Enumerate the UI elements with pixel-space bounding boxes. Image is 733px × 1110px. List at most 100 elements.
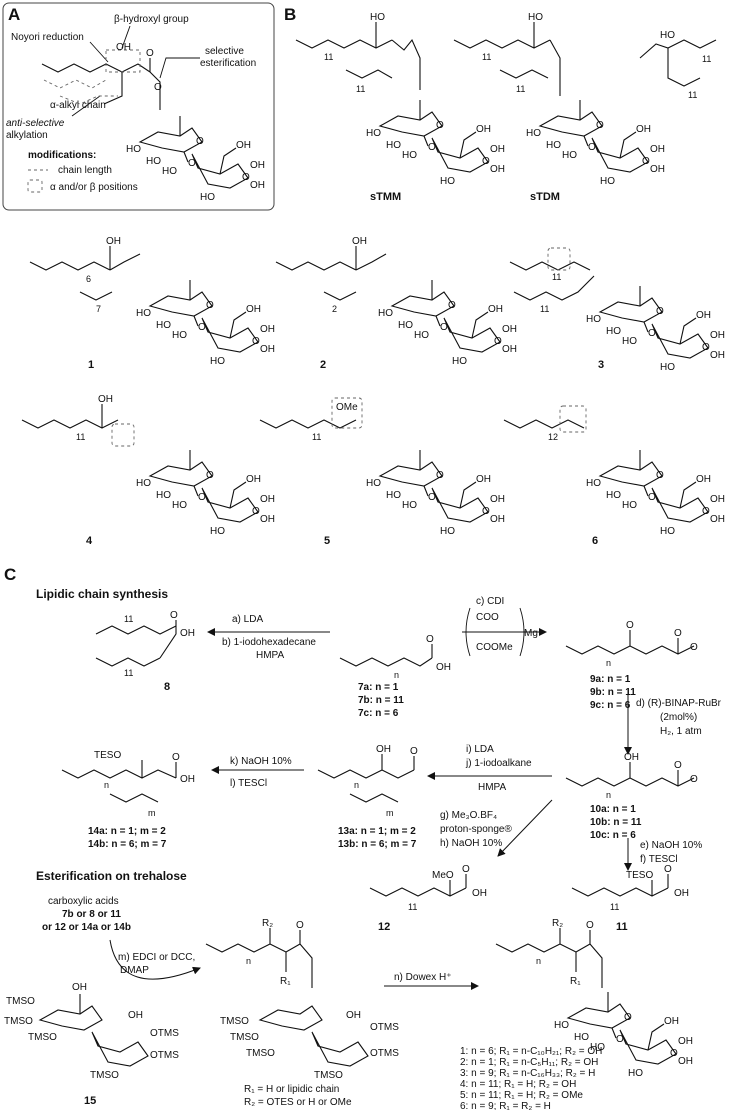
final-6: 6: n = 9; R₁ = R₂ = H [460, 1101, 551, 1110]
structure-final: n R₂ R₁ O [495, 918, 603, 988]
svg-text:O: O [664, 864, 672, 875]
lipidic-title: Lipidic chain synthesis [36, 587, 168, 601]
svg-text:m: m [386, 808, 394, 818]
atom-tmso-i2: TMSO [230, 1032, 259, 1043]
svg-text:OH: OH [376, 744, 391, 755]
structure-3: 11 11 [509, 247, 595, 314]
cmp10a: 10a: n = 1 [590, 804, 636, 815]
cmp9b: 9b: n = 11 [590, 687, 636, 698]
svg-text:11: 11 [76, 432, 85, 442]
atom-otms-i1: OTMS [370, 1022, 399, 1033]
structure-14: n m TESO O OH [61, 750, 195, 818]
svg-text:11: 11 [124, 668, 133, 678]
paren-right [519, 607, 525, 657]
step-mg: Mg [524, 628, 538, 639]
step-coome: COOMe [476, 642, 513, 653]
label-esterification: esterification [200, 58, 256, 69]
panel-c-letter: C [4, 565, 16, 584]
step-g: g) Me₃O.BF₄ [440, 810, 497, 821]
structure-1: 6 7 OH [29, 236, 141, 314]
svg-text:OH: OH [674, 888, 689, 899]
legend-chain: chain length [58, 165, 112, 176]
structure-13: n m OH O [317, 744, 418, 818]
svg-text:O: O [690, 642, 698, 653]
panel-a-frame [2, 2, 275, 211]
atom-o-a2: O [154, 82, 162, 93]
svg-text:OH: OH [472, 888, 487, 899]
svg-text:11: 11 [324, 52, 333, 62]
structure-11: 11 TESO O OH [571, 864, 689, 912]
structure-stdm: 11 11 11 11 HO HO [453, 12, 717, 100]
atom-tmso-15a: TMSO [6, 996, 35, 1007]
step-hmpa: HMPA [256, 650, 284, 661]
svg-text:11: 11 [124, 614, 133, 624]
step-a: a) LDA [232, 614, 263, 625]
svg-text:11: 11 [610, 902, 619, 912]
cmp7c: 7c: n = 6 [358, 708, 399, 719]
panel-a-letter: A [8, 5, 20, 24]
step-coo: COO [476, 612, 499, 623]
atom-o-a1: O [146, 48, 154, 59]
cmp13b: 13b: n = 6; m = 7 [338, 839, 417, 850]
step-g2: proton-sponge® [440, 824, 512, 835]
step-j: j) 1-iodoalkane [465, 758, 532, 769]
svg-text:O: O [296, 920, 304, 931]
step-f: f) TESCl [640, 854, 678, 865]
structure-10: n OH O O [565, 752, 698, 800]
label-stmm: sTMM [370, 191, 401, 203]
svg-text:O: O [410, 746, 418, 757]
label-alkylation: alkylation [6, 130, 48, 141]
svg-text:11: 11 [516, 84, 525, 94]
label-hydroxyl: β-hydroxyl group [114, 14, 189, 25]
label-cmp4: 4 [86, 535, 93, 547]
atom-r2-final: R₂ [552, 918, 563, 929]
cmp10b: 10b: n = 11 [590, 817, 642, 828]
cmp11: 11 [616, 921, 628, 933]
atom-otms-15b: OTMS [150, 1050, 179, 1061]
cmp12: 12 [378, 921, 390, 933]
svg-text:O: O [586, 920, 594, 931]
final-4: 4: n = 11; R₁ = H; R₂ = OH [460, 1079, 576, 1090]
svg-text:OH: OH [128, 1010, 143, 1021]
step-k: k) NaOH 10% [230, 756, 292, 767]
step-hmpa2: HMPA [478, 782, 506, 793]
structure-6: 12 [503, 405, 587, 442]
svg-text:OH: OH [72, 982, 87, 993]
r2-def: R₂ = OTES or H or OMe [244, 1097, 352, 1108]
label-anti-selective: anti-selective [6, 118, 65, 129]
pointer-noyori [89, 41, 109, 63]
step-b: b) 1-iodohexadecane [222, 637, 316, 648]
atom-tmso-i1: TMSO [220, 1016, 249, 1027]
step-i: i) LDA [466, 744, 494, 755]
step-d2: (2mol%) [660, 712, 697, 723]
svg-text:12: 12 [548, 432, 558, 442]
svg-text:O: O [172, 752, 180, 763]
svg-text:OH: OH [180, 774, 195, 785]
step-d: d) (R)-BINAP-RuBr [636, 698, 722, 709]
svg-text:O: O [626, 620, 634, 631]
svg-text:O: O [170, 610, 178, 621]
cmp10c: 10c: n = 6 [590, 830, 636, 841]
atom-tmso-i4: TMSO [314, 1070, 343, 1081]
label-selective: selective [205, 46, 244, 57]
esterif-title: Esterification on trehalose [36, 869, 187, 883]
atom-r1-final: R₁ [570, 976, 581, 987]
svg-text:OH: OH [98, 394, 113, 405]
step-d3: H₂, 1 atm [660, 726, 702, 737]
svg-text:HO: HO [528, 12, 543, 23]
atom-tmso-15d: TMSO [90, 1070, 119, 1081]
label-cmp5: 5 [324, 535, 330, 547]
step-h: h) NaOH 10% [440, 838, 502, 849]
structure-8: 11 11 O OH [95, 610, 195, 678]
final-1: 1: n = 6; R₁ = n-C₁₀H₂₁; R₂ = OH [460, 1046, 602, 1057]
label-alpha-alkyl: α-alkyl chain [50, 100, 106, 111]
cmp9c: 9c: n = 6 [590, 700, 631, 711]
arrow-esterification [109, 939, 201, 980]
legend-positions: α and/or β positions [50, 182, 138, 193]
svg-text:7: 7 [96, 304, 101, 314]
legend-box [27, 179, 43, 193]
cmp14a: 14a: n = 1; m = 2 [88, 826, 166, 837]
atom-tmso-15b: TMSO [4, 1016, 33, 1027]
svg-text:11: 11 [312, 432, 321, 442]
paren-left [465, 607, 471, 657]
